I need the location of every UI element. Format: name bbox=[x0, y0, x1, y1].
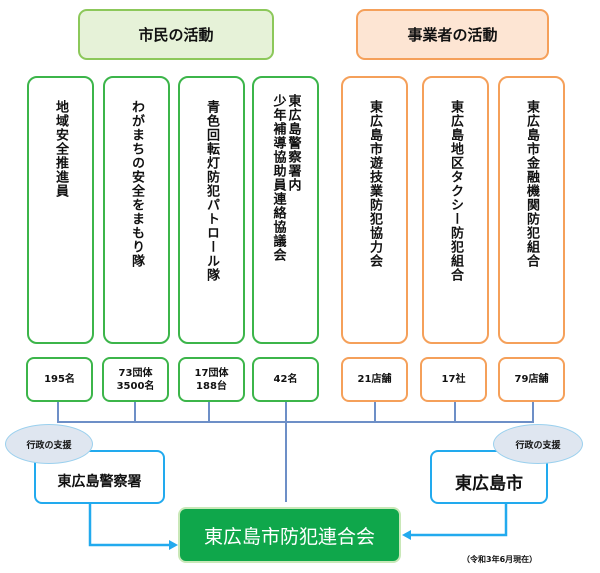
connector bbox=[374, 402, 376, 422]
group-box: 地域安全推進員 bbox=[27, 76, 94, 344]
connector bbox=[208, 402, 210, 422]
count-box: 42名 bbox=[252, 357, 319, 402]
group-name: 青色回転灯防犯パトロール隊 bbox=[204, 100, 219, 282]
arrow-police bbox=[88, 503, 170, 547]
group-name: わがまちの安全をまもり隊 bbox=[129, 100, 144, 268]
group-box: 青色回転灯防犯パトロール隊 bbox=[178, 76, 245, 344]
count-box: 17社 bbox=[420, 357, 487, 402]
group-box: 東広島市金融機関防犯組合 bbox=[498, 76, 565, 344]
group-name: 東広島地区タクシー防犯組合 bbox=[448, 100, 463, 282]
group-name: 東広島市金融機関防犯組合 bbox=[524, 100, 539, 268]
group-box: 東広島市遊技業防犯協力会 bbox=[341, 76, 408, 344]
group-name: 東広島警察署内少年補導協助員連絡協議会 bbox=[270, 94, 301, 262]
arrow-city bbox=[410, 503, 508, 537]
group-name: 地域安全推進員 bbox=[53, 100, 68, 198]
connector bbox=[532, 402, 534, 422]
connector bbox=[57, 402, 59, 422]
group-box: 東広島地区タクシー防犯組合 bbox=[422, 76, 489, 344]
support-ellipse: 行政の支援 bbox=[5, 424, 93, 464]
group-box: わがまちの安全をまもり隊 bbox=[103, 76, 170, 344]
count-box: 21店舗 bbox=[341, 357, 408, 402]
connector bbox=[57, 421, 534, 423]
connector bbox=[134, 402, 136, 422]
support-ellipse: 行政の支援 bbox=[493, 424, 583, 464]
count-box: 195名 bbox=[26, 357, 93, 402]
citizen-header: 市民の活動 bbox=[78, 9, 274, 60]
connector bbox=[285, 402, 287, 502]
connector bbox=[454, 402, 456, 422]
group-box: 東広島警察署内少年補導協助員連絡協議会 bbox=[252, 76, 319, 344]
arrowhead-icon bbox=[169, 540, 178, 550]
footnote: （令和3年6月現在） bbox=[462, 555, 538, 564]
group-name: 東広島市遊技業防犯協力会 bbox=[367, 100, 382, 268]
arrowhead-icon bbox=[402, 530, 411, 540]
business-header: 事業者の活動 bbox=[356, 9, 549, 60]
count-box: 79店舗 bbox=[498, 357, 565, 402]
main-organization: 東広島市防犯連合会 bbox=[178, 507, 401, 563]
